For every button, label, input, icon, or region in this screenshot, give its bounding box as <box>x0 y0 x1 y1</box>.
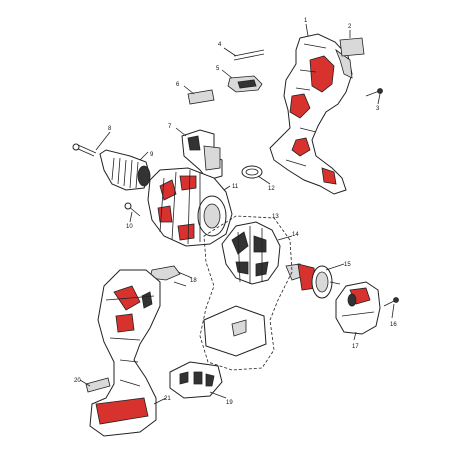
motor-subassembly-outline <box>199 215 293 371</box>
label-15: 15 <box>344 262 351 268</box>
part-13-motor-housing <box>221 221 281 285</box>
part-10-screw <box>124 202 141 217</box>
label-17: 17 <box>352 344 359 350</box>
leader-lines <box>79 23 395 405</box>
part-8-screw <box>72 143 97 157</box>
part-16-screw <box>383 297 399 307</box>
label-14: 14 <box>292 232 299 238</box>
part-19-terminal <box>169 361 223 399</box>
label-18: 18 <box>190 278 197 284</box>
part-20-label <box>85 377 111 393</box>
part-12-ring <box>241 165 263 179</box>
part-11-gear-assembly <box>147 167 233 247</box>
part-6-led-plate <box>187 89 215 105</box>
part-4-spring <box>233 49 265 61</box>
label-20: 20 <box>74 378 81 384</box>
label-2: 2 <box>348 24 352 30</box>
label-5: 5 <box>216 66 220 72</box>
label-1: 1 <box>304 18 308 24</box>
part-15-rotor <box>285 263 341 299</box>
label-19: 19 <box>226 400 233 406</box>
label-8: 8 <box>108 126 112 132</box>
label-10: 10 <box>126 224 133 230</box>
label-16: 16 <box>390 322 397 328</box>
label-6: 6 <box>176 82 180 88</box>
label-4: 4 <box>218 42 222 48</box>
part-1-housing-right <box>269 33 353 195</box>
part-5-switch-lever <box>227 75 263 93</box>
label-12: 12 <box>268 186 275 192</box>
controller-board <box>203 305 267 357</box>
part-14-stator-marker <box>277 235 293 241</box>
label-21: 21 <box>164 396 171 402</box>
part-2-label <box>339 37 365 57</box>
part-21-housing-left <box>89 269 161 437</box>
part-17-rear-cover <box>335 281 381 335</box>
label-11: 11 <box>232 184 239 190</box>
label-7: 7 <box>168 124 172 130</box>
label-13: 13 <box>272 214 279 220</box>
label-9: 9 <box>150 152 154 158</box>
label-3: 3 <box>376 106 380 112</box>
part-3-screw <box>365 88 383 97</box>
part-7-switch <box>181 129 223 189</box>
part-9-drill-chuck <box>99 149 151 191</box>
part-18-bracket <box>149 265 187 287</box>
